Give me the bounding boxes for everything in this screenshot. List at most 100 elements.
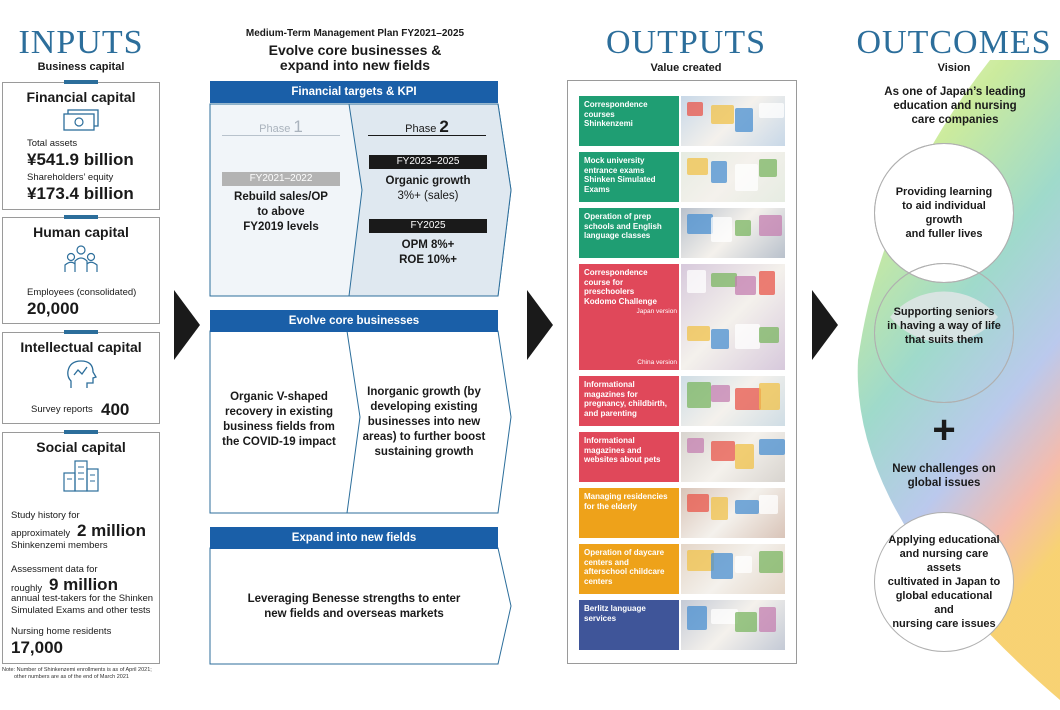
photo-detail [711,553,733,579]
output-item-label-line: centers [584,576,613,586]
challenge-line-2: global issues [907,477,981,489]
output-item-label-line: Operation of prep [584,212,652,221]
nursing-residents-value: 17,000 [11,638,63,657]
phase1-target-line-1: Rebuild sales/OP [234,191,328,203]
photo-detail [687,550,714,571]
output-item-photo [681,488,785,538]
core-inorganic-text: Inorganic growth (by developing existing… [360,385,488,460]
box-tab-marker [64,215,98,219]
output-item-label-line: Exams [584,184,610,194]
assessment-label: Assessment data for [11,564,98,575]
phase2-number: 2 [439,117,449,136]
output-item-label-line: magazines for [584,389,638,399]
phase1-label: Phase 1 [222,117,340,137]
output-item-photo [681,152,785,202]
flow-arrow-1 [174,290,200,360]
intellectual-capital-title: Intellectual capital [20,339,142,355]
study-members-label: Shinkenzemi members [11,540,108,551]
test-takers-label-2: Simulated Exams and other tests [11,605,151,616]
photo-detail [759,383,780,410]
outputs-frame [567,80,797,664]
outputs-heading: OUTPUTS [605,24,767,61]
inputs-subtitle: Business capital [37,61,125,73]
social-capital-box: Social capital Study history for approxi… [2,430,160,664]
core-inorganic-line-3: businesses into new [367,416,481,428]
intellectual-capital-box: Intellectual capital Survey reports 400 [2,330,160,424]
assessment-roughly-label: roughly [11,583,43,594]
employees-label: Employees (consolidated) [27,287,137,298]
circle-global-line-1: Applying educational [888,534,1000,546]
photo-detail [735,276,756,295]
output-item-label-line: websites about pets [584,455,661,464]
photo-detail [735,164,758,191]
core-inorganic-line-1: Inorganic growth (by [367,386,481,398]
box-tab-marker [64,330,98,334]
photo-detail [687,270,706,293]
output-item-label-line: Correspondence [584,268,648,277]
total-assets-value: ¥541.9 billion [27,150,134,169]
phase2-target-b-line-1: OPM 8%+ [401,239,455,251]
equity-value: ¥173.4 billion [27,184,134,203]
phase1-rule [222,135,340,136]
phase1-period-label: FY2021–2022 [222,172,340,186]
circle-global-line-2: and nursing care assets [899,548,989,574]
phase2-target-a: Organic growth 3%+ (sales) [365,174,491,204]
photo-detail [759,551,783,573]
survey-value: 400 [101,400,130,419]
photo-detail [687,158,708,175]
footnote-line-2: other numbers are as of the end of March… [14,674,129,680]
core-inorganic-line-2: developing existing [370,401,478,413]
phase2-period-label-a: FY2023–2025 [369,155,487,169]
employees-value: 20,000 [27,299,79,318]
output-item-label-line: centers and [584,557,629,567]
output-item-label-line: Shinken Simulated [584,175,656,184]
photo-detail [711,441,735,461]
equity-label: Shareholders’ equity [27,172,114,183]
circle-global-line-5: nursing care issues [892,618,996,630]
output-item-photo [681,96,785,146]
phase2-target-b-line-2: ROE 10%+ [399,254,457,266]
photo-detail [711,329,729,349]
photo-detail [711,161,727,183]
core-organic-text: Organic V-shaped recovery in existing bu… [214,390,344,450]
core-organic-line-1: Organic V-shaped [230,391,328,403]
core-organic-line-3: business fields from [223,421,335,433]
photo-detail [759,215,782,236]
output-item-label-line: Managing residencies [584,492,668,501]
phase1-target: Rebuild sales/OP to above FY2019 levels [218,190,344,235]
circle-seniors-text-line-3: that suits them [904,334,984,346]
photo-detail [759,159,777,177]
flow-arrow-3 [812,290,838,360]
human-capital-title: Human capital [33,224,129,240]
plus-sign: + [932,408,956,452]
photo-detail [687,326,710,341]
money-icon [63,109,99,131]
photo-detail [759,495,778,514]
kpi-bar: Financial targets & KPI [210,81,498,103]
new-fields-line-1: Leveraging Benesse strengths to enter [247,593,461,605]
study-approx-label: approximately [11,528,71,539]
head-idea-icon [67,360,97,388]
circle-global-line-4: global educational and [895,590,993,616]
phase2-period-label-b: FY2025 [369,219,487,233]
output-item-label-line: magazines and [584,445,642,455]
circle-seniors-text-line-1: Supporting seniors [893,306,995,318]
output-item-label-line: for the elderly [584,501,637,511]
plan-title-line-2: expand into new fields [279,57,431,73]
human-capital-box: Human capital Employees (consolidated) 2… [2,215,160,324]
new-fields-text: Leveraging Benesse strengths to enter ne… [214,592,494,622]
photo-detail [759,271,775,295]
outcomes-subtitle: Vision [937,62,971,74]
kpi-panel-shape [209,103,512,297]
people-icon [64,245,98,272]
survey-label: Survey reports [31,404,93,415]
output-item-label-line: pregnancy, childbirth, [584,399,667,408]
output-item-label-line: Shinkenzemi [584,119,633,128]
